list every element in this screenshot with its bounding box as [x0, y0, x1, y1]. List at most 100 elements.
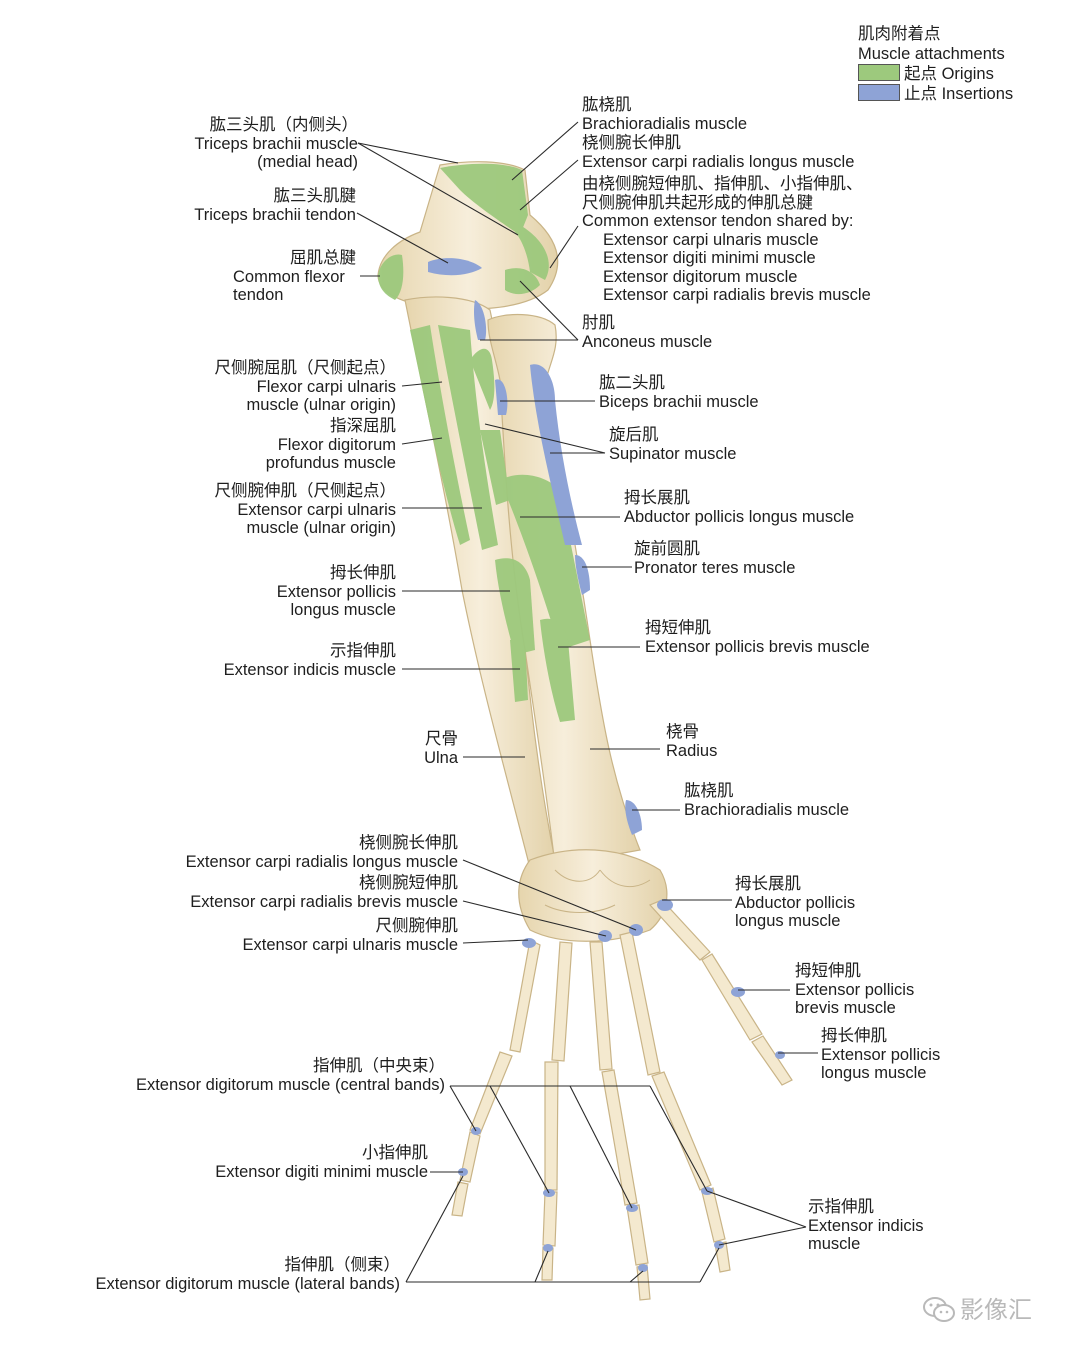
label-line: Extensor carpi radialis brevis muscle — [603, 286, 871, 304]
label-line: Brachioradialis muscle — [684, 800, 850, 819]
label-line: Extensor pollicis — [795, 980, 915, 999]
label-line: muscle (ulnar origin) — [246, 396, 396, 414]
label-line: Extensor carpi radialis longus muscle — [185, 852, 458, 871]
label-line: 肱二头肌 — [599, 374, 665, 392]
label-line: Extensor carpi ulnaris muscle — [603, 230, 819, 249]
label-line: 指伸肌（侧束） — [284, 1256, 401, 1274]
label-line: Extensor digiti minimi muscle — [215, 1162, 428, 1181]
legend-origins: 起点 Origins — [858, 64, 1013, 84]
label-line: 尺骨 — [425, 730, 458, 748]
label-line: Extensor digiti minimi muscle — [603, 249, 816, 267]
label-line: Abductor pollicis — [735, 893, 856, 912]
label-line: 由桡侧腕短伸肌、指伸肌、小指伸肌、 — [582, 175, 863, 193]
label-ed-lateral: 指伸肌（侧束）Extensor digitorum muscle (latera… — [96, 1256, 400, 1293]
label-line: Extensor digitorum muscle — [603, 267, 798, 286]
label-line: 拇长伸肌 — [330, 564, 396, 582]
label-line: Extensor carpi radialis brevis muscle — [190, 892, 458, 911]
origin-areas — [378, 163, 590, 722]
label-line: Common flexor — [233, 267, 345, 286]
label-line: 肱桡肌 — [684, 782, 734, 800]
leader-lines — [356, 121, 818, 1283]
legend-insertions: 止点 Insertions — [858, 84, 1013, 104]
label-line: 指深屈肌 — [330, 417, 396, 435]
label-line: Extensor pollicis brevis muscle — [645, 637, 870, 656]
label-line: muscle (ulnar origin) — [246, 519, 396, 537]
label-ed-central: 指伸肌（中央束）Extensor digitorum muscle (centr… — [136, 1057, 445, 1094]
label-line: tendon — [233, 286, 284, 304]
label-line: Extensor carpi ulnaris — [237, 500, 396, 519]
carpal-bones — [518, 849, 668, 942]
label-line: Abductor pollicis longus muscle — [624, 507, 855, 526]
label-line: Ulna — [424, 748, 458, 767]
watermark: 影像汇 — [922, 1290, 1032, 1325]
label-line: 桡侧腕长伸肌 — [359, 834, 458, 852]
label-line: 拇长伸肌 — [821, 1027, 887, 1045]
label-line: 示指伸肌 — [808, 1198, 874, 1216]
label-line: 拇长展肌 — [735, 875, 801, 893]
label-line: (medial head) — [257, 153, 358, 171]
label-line: 屈肌总腱 — [290, 249, 356, 267]
wechat-icon — [923, 1297, 955, 1322]
label-line: 尺侧腕伸肌（尺侧起点） — [214, 482, 397, 500]
label-line: 肱桡肌 — [582, 96, 632, 114]
label-line: 拇长展肌 — [624, 489, 690, 507]
label-line: Radius — [666, 741, 718, 760]
origin-label: 起点 Origins — [904, 65, 994, 83]
label-line: Extensor pollicis — [276, 582, 396, 601]
label-line: Triceps brachii muscle — [194, 134, 358, 153]
label-line: Supinator muscle — [609, 444, 737, 463]
label-line: longus muscle — [735, 912, 841, 930]
label-line: 桡骨 — [666, 723, 699, 741]
label-line: 旋后肌 — [609, 426, 659, 444]
label-line: 旋前圆肌 — [634, 540, 700, 558]
label-line: Extensor carpi ulnaris muscle — [242, 935, 459, 954]
label-line: 尺侧腕伸肌共起形成的伸肌总腱 — [582, 193, 813, 212]
label-line: Extensor digitorum muscle (central bands… — [135, 1075, 445, 1094]
legend-title-en: Muscle attachments — [858, 45, 1005, 63]
label-line: brevis muscle — [795, 999, 896, 1017]
label-line: Flexor digitorum — [277, 435, 396, 454]
label-line: Triceps brachii tendon — [194, 205, 356, 224]
label-line: 肘肌 — [582, 314, 615, 332]
insertion-label: 止点 Insertions — [904, 85, 1014, 103]
legend: 肌肉附着点 Muscle attachments 起点 Origins 止点 I… — [858, 24, 1013, 104]
label-line: Common extensor tendon shared by: — [582, 212, 854, 230]
label-line: 桡侧腕短伸肌 — [359, 874, 458, 892]
label-line: Extensor pollicis — [821, 1045, 941, 1064]
label-line: 肱三头肌腱 — [273, 187, 357, 205]
watermark-text: 影像汇 — [960, 1297, 1032, 1324]
label-line: Extensor digitorum muscle (lateral bands… — [95, 1274, 400, 1293]
hand-bones — [451, 899, 793, 1301]
label-line: Anconeus muscle — [582, 332, 713, 351]
label-line: 尺侧腕伸肌 — [375, 917, 459, 935]
label-line: 拇短伸肌 — [795, 962, 861, 980]
label-triceps-medial: 肱三头肌（内侧头）Triceps brachii muscle(medial h… — [194, 116, 358, 172]
label-line: Brachioradialis muscle — [582, 114, 748, 133]
label-line: 肱三头肌（内侧头） — [209, 116, 359, 134]
label-line: Pronator teres muscle — [634, 558, 796, 577]
